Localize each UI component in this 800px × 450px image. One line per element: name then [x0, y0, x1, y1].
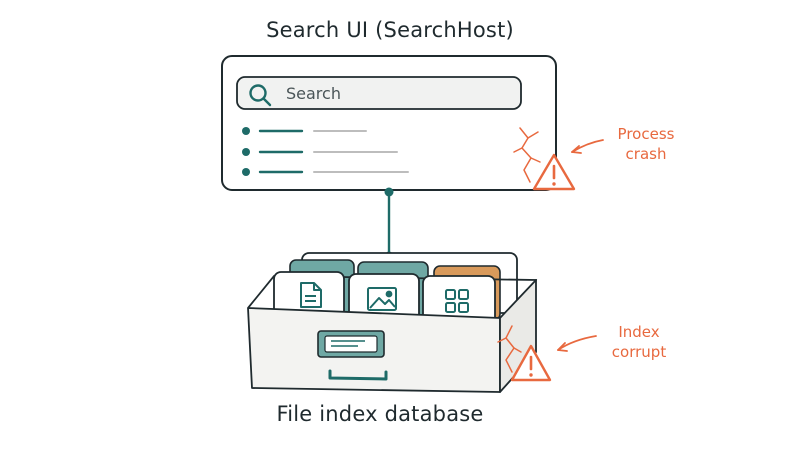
index-corrupt-arrow — [557, 335, 597, 352]
database-title: File index database — [276, 402, 484, 426]
document-icon — [300, 282, 322, 308]
process-crash-callout: Process crash — [606, 124, 686, 164]
drawer-handle — [328, 369, 388, 381]
file-drawer — [247, 252, 538, 393]
process-crash-line1: Process — [617, 125, 675, 143]
process-crash-arrow — [571, 139, 604, 154]
result-row — [242, 127, 367, 135]
connector-line — [384, 187, 394, 261]
search-box[interactable] — [236, 76, 522, 110]
image-icon — [367, 287, 397, 311]
search-icon — [249, 84, 272, 107]
grid-icon — [445, 289, 469, 313]
index-corrupt-warning-icon — [510, 344, 552, 382]
search-window — [221, 55, 557, 191]
index-corrupt-callout: Index corrupt — [594, 322, 684, 362]
crack-icon — [497, 325, 522, 373]
index-corrupt-line1: Index — [618, 323, 660, 341]
result-row — [242, 168, 409, 176]
result-row — [242, 148, 398, 156]
process-crash-line2: crash — [625, 145, 667, 163]
crack-icon — [513, 127, 541, 183]
index-corrupt-line2: corrupt — [611, 343, 667, 361]
search-ui-title: Search UI (SearchHost) — [266, 18, 514, 42]
process-crash-warning-icon — [532, 153, 576, 191]
search-placeholder: Search — [286, 84, 341, 103]
